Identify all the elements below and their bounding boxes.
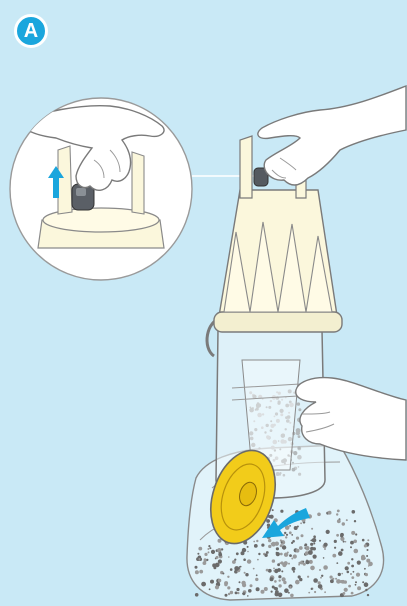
step-badge-label: A <box>24 20 38 43</box>
step-badge: A <box>14 14 48 48</box>
hand-icon <box>258 86 406 185</box>
